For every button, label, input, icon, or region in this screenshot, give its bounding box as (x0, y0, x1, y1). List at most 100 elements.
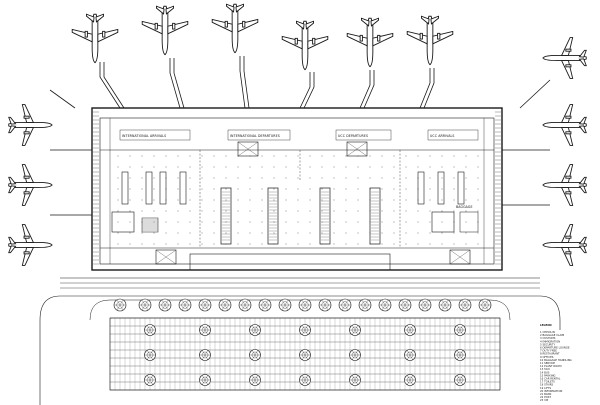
tree-17 (438, 298, 452, 312)
tree-6 (218, 298, 232, 312)
legend-item: 16 CAR RENTAL (540, 377, 561, 381)
tree-13 (358, 298, 372, 312)
tree-28 (249, 374, 261, 386)
jet-bridge-3 (239, 56, 246, 109)
tree-5 (198, 298, 212, 312)
legend-item: 11 SERVICE (540, 361, 555, 365)
aircraft-right-2 (542, 104, 587, 146)
jet-bridge-6 (419, 68, 431, 109)
checkin-counter-w-3 (159, 171, 167, 205)
label-international-departures: INTERNATIONAL DEPARTURES (230, 134, 280, 138)
tree-10 (298, 298, 312, 312)
legend-title: LEGEND (540, 323, 552, 327)
tree-27 (249, 349, 261, 361)
jet-bridges (49, 56, 551, 216)
label-baggage: BAGGAGE (456, 205, 473, 209)
stair-core-4 (449, 249, 471, 265)
aircraft-top-5 (346, 17, 394, 68)
aircraft-top-2 (141, 5, 189, 56)
tree-2 (138, 298, 152, 312)
tree-31 (299, 374, 311, 386)
legend-item: 5 SECURITY (540, 342, 556, 346)
jet-bridge-right (502, 79, 551, 206)
aircraft-top-6 (406, 15, 454, 66)
tree-21 (144, 349, 156, 361)
tree-25 (199, 374, 211, 386)
tree-39 (454, 349, 466, 361)
aircraft-right-4 (542, 224, 587, 266)
legend-item: 6 DEPARTURE LOUNGE (540, 346, 570, 350)
baggage-island-3 (319, 187, 331, 245)
tree-35 (404, 324, 416, 336)
checkin-counter-w-1 (121, 171, 129, 205)
checkin-counter-e-2 (437, 171, 445, 205)
aircraft-right-3 (542, 164, 587, 206)
tree-23 (199, 324, 211, 336)
aircraft-top-1 (71, 13, 119, 64)
tree-11 (318, 298, 332, 312)
legend-item: 17 TOILETS (540, 380, 555, 384)
aircraft-right-1 (542, 37, 587, 79)
office-block-w (111, 211, 135, 233)
legend-item: 1 CHECK-IN (540, 330, 555, 334)
tree-18 (458, 298, 472, 312)
legend-item: 18 STAIRS (540, 383, 553, 387)
legend-item: 4 IMMIGRATION (540, 339, 560, 343)
legend-item: 22 POST (540, 395, 551, 399)
tree-7 (238, 298, 252, 312)
parking-lot (109, 317, 501, 391)
checkin-counter-w-2 (145, 171, 153, 205)
tree-20 (144, 324, 156, 336)
tree-32 (349, 324, 361, 336)
legend-item: 3 CUSTOMS (540, 336, 556, 340)
legend-item: 7 DUTY FREE (540, 349, 557, 353)
legend-item: 13 TAXI (540, 367, 550, 371)
aircraft-top-3 (211, 3, 259, 54)
tree-15 (398, 298, 412, 312)
office-block-e (431, 211, 455, 233)
legend-item: 10 BAGGAGE HANDLING (540, 358, 572, 362)
aircraft-layer (8, 3, 587, 266)
tree-19 (478, 298, 492, 312)
landscape-trees (113, 298, 492, 386)
jet-bridge-5 (359, 70, 371, 109)
tree-29 (299, 324, 311, 336)
aircraft-left-2 (8, 164, 53, 206)
tree-36 (404, 349, 416, 361)
tree-34 (349, 374, 361, 386)
stair-core-3 (155, 249, 177, 265)
jet-bridge-2 (169, 58, 181, 109)
aircraft-top-4 (281, 20, 329, 71)
stair-core-2 (346, 141, 368, 157)
tree-1 (113, 298, 127, 312)
terminal-interior (111, 141, 479, 265)
jet-bridge-4 (299, 72, 311, 109)
legend-item: 12 PLANT ROOM (540, 364, 561, 368)
tree-30 (299, 349, 311, 361)
tree-4 (178, 298, 192, 312)
tree-9 (278, 298, 292, 312)
baggage-island-2 (267, 187, 279, 245)
legend-item: 21 BANK (540, 392, 552, 396)
aircraft-left-3 (8, 224, 53, 266)
label-ucc-departures: UCC DEPARTURES (338, 134, 368, 138)
tree-24 (199, 349, 211, 361)
tree-3 (158, 298, 172, 312)
legend-item: 23 VIP (540, 398, 549, 402)
baggage-island-1 (220, 187, 232, 245)
tree-12 (338, 298, 352, 312)
checkin-counter-e-1 (417, 171, 425, 205)
legend-item: 9 OFFICES (540, 355, 554, 359)
legend-item: 14 BUS (540, 370, 550, 374)
tree-16 (418, 298, 432, 312)
stair-core-1 (237, 141, 259, 157)
tree-8 (258, 298, 272, 312)
checkin-counter-w-4 (179, 171, 187, 205)
label-international-arrivals: INTERNATIONAL ARRIVALS (122, 134, 166, 138)
label-ucc-arrivals: UCC ARRIVALS (430, 134, 455, 138)
tree-40 (454, 374, 466, 386)
legend-item: 15 PARKING (540, 373, 556, 377)
baggage-island-4 (369, 187, 381, 245)
aircraft-left-1 (8, 104, 53, 146)
